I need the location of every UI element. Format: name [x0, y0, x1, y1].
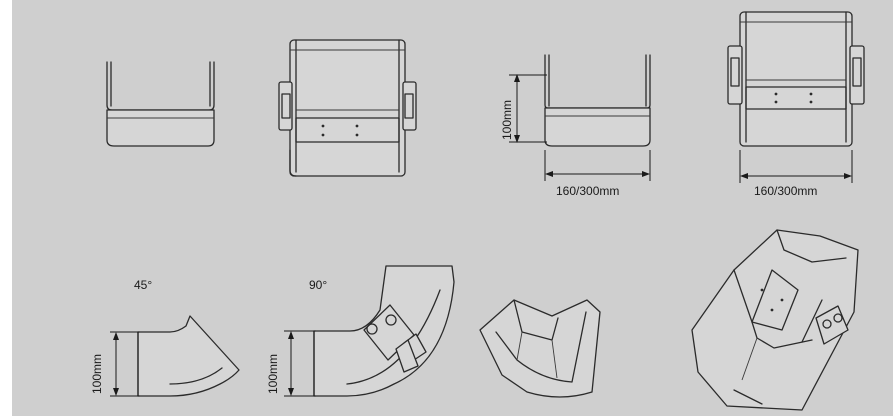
bend-90-degree-view [284, 265, 455, 397]
straight-tray-with-clamps-front-view [278, 39, 417, 177]
bend-45-degree-perspective-view [479, 299, 601, 398]
bend-45-degree-view [110, 315, 240, 397]
dimension-label-height-straight: 100mm [500, 99, 514, 140]
straight-tray-with-clamps-dimensioned-view [727, 11, 865, 183]
technical-drawing [106, 11, 865, 411]
dimension-label-height-bend-45: 100mm [90, 353, 104, 394]
dimension-label-height-bend-90: 100mm [266, 353, 280, 394]
drawing-canvas: 100mm 160/300mm 160/300mm 45° 90° 100mm … [12, 0, 893, 416]
straight-tray-front-view [106, 61, 215, 147]
bend-90-degree-with-clamps-perspective-view [691, 229, 859, 411]
dimension-label-width-straight: 160/300mm [556, 184, 620, 198]
straight-tray-dimensioned-view [509, 54, 651, 181]
dimension-label-width-clamps: 160/300mm [754, 184, 818, 198]
angle-label-45: 45° [134, 278, 153, 292]
angle-label-90: 90° [309, 278, 328, 292]
